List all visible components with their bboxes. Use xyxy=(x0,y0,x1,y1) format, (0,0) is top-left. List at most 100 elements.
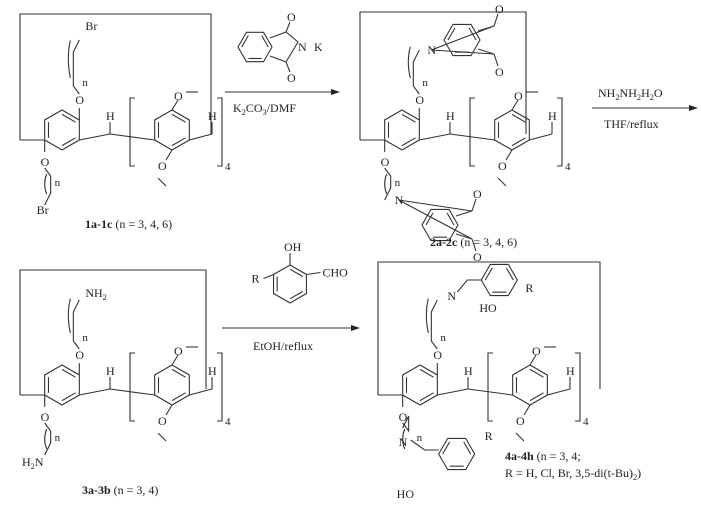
arrowhead-icon xyxy=(689,105,698,111)
compound-label-2: 2a-2c (n = 3, 4, 6) xyxy=(430,235,517,249)
atom-label: O xyxy=(495,2,504,16)
bond xyxy=(109,133,155,141)
atom-label: n xyxy=(417,432,423,444)
bond xyxy=(165,149,173,161)
atom-label: R xyxy=(525,281,533,295)
double-bond xyxy=(529,368,544,378)
carbonyl xyxy=(471,198,477,212)
benzene-ring xyxy=(154,109,190,151)
bond xyxy=(511,99,519,111)
paren xyxy=(44,428,48,450)
atom-label: CHO xyxy=(322,266,348,280)
text-part: NH xyxy=(620,86,638,100)
atom-label: H xyxy=(464,364,473,378)
alkyl-chain xyxy=(72,299,80,350)
bond xyxy=(263,273,274,280)
double-bond xyxy=(463,441,472,455)
imide-ring xyxy=(431,25,495,55)
arrowhead-icon xyxy=(331,89,340,95)
subscript: 2 xyxy=(637,93,641,102)
repeat-count: 4 xyxy=(225,416,231,428)
double-bond xyxy=(529,392,544,402)
benzene-ring xyxy=(512,364,548,406)
bond xyxy=(189,388,213,396)
atom-label: H xyxy=(106,109,115,123)
atom-label: n xyxy=(422,77,428,89)
arrowhead-icon xyxy=(351,325,360,331)
bracket-left xyxy=(487,352,493,422)
carbonyl xyxy=(493,13,499,27)
imide-ring xyxy=(269,31,299,63)
atom-label: Br xyxy=(85,19,97,33)
atom-label: O xyxy=(495,65,504,79)
double-bond xyxy=(425,212,434,226)
atom-label: O xyxy=(514,89,523,103)
double-bond xyxy=(171,113,186,123)
imine-bond xyxy=(410,439,439,451)
compound-id: 3a-3b xyxy=(82,483,111,497)
atom-label: O xyxy=(516,414,525,428)
double-bond xyxy=(419,368,434,378)
bond xyxy=(171,99,179,111)
bond xyxy=(171,354,179,366)
atom-label: HO xyxy=(479,301,497,315)
atom-label: O xyxy=(498,159,507,173)
text-part: K xyxy=(233,101,242,115)
double-bond xyxy=(505,267,514,281)
atom-label: n xyxy=(55,177,61,189)
atom-label: Br xyxy=(37,203,49,217)
atom-label: N xyxy=(395,193,404,207)
atom-label: N xyxy=(399,435,408,449)
atom-label: R xyxy=(485,429,493,443)
paren xyxy=(67,298,71,334)
paren xyxy=(402,428,406,450)
carbonyl xyxy=(285,61,291,73)
alkyl-chain xyxy=(384,167,392,201)
bond xyxy=(505,149,513,161)
text-part: NH xyxy=(598,86,616,100)
compound-label-1: 1a-1c (n = 3, 4, 6) xyxy=(85,217,172,231)
bond xyxy=(109,388,155,396)
bond xyxy=(306,271,321,276)
text: EtOH/reflux xyxy=(253,339,313,353)
atom-label: O xyxy=(433,348,442,362)
bracket-right xyxy=(217,97,223,167)
atom-label: H xyxy=(208,364,217,378)
imine-bond xyxy=(456,279,482,293)
compound-label-4: 4a-4h (n = 3, 4; xyxy=(505,449,581,463)
text-part: R = H, Cl, Br, 3,5-di(t-Bu) xyxy=(505,466,633,480)
atom-label: H xyxy=(446,109,455,123)
compound-n: (n = 3, 4; xyxy=(534,449,581,463)
compound-label-3: 3a-3b (n = 3, 4) xyxy=(82,483,158,497)
atom-label: N xyxy=(427,43,436,57)
benzene-ring xyxy=(154,364,190,406)
benzene-ring xyxy=(438,437,476,471)
atom-label: OH xyxy=(284,240,302,254)
atom-label: O xyxy=(41,155,50,169)
double-bond xyxy=(447,27,456,41)
imide-ring xyxy=(398,199,473,240)
paren xyxy=(44,173,48,195)
text-part: THF/reflux xyxy=(604,117,659,131)
bond xyxy=(419,133,451,141)
bond xyxy=(529,354,537,366)
bond xyxy=(523,404,531,416)
bracket-left xyxy=(469,97,475,167)
atom-label: O xyxy=(174,89,183,103)
bracket-right xyxy=(557,97,563,167)
alkyl-chain xyxy=(412,49,420,95)
atom-label: N xyxy=(298,40,307,54)
carbonyl xyxy=(493,53,499,67)
text: THF/reflux xyxy=(604,117,659,131)
compound-id: 1a-1c xyxy=(85,217,113,231)
carbonyl xyxy=(471,238,477,252)
atom-label: O xyxy=(473,187,482,201)
macrocycle-frame xyxy=(19,13,212,140)
double-bond xyxy=(289,290,304,300)
atom-label: O xyxy=(287,71,296,85)
atom-label: R xyxy=(252,272,260,286)
atom-label: H xyxy=(548,109,557,123)
benzene-ring xyxy=(421,208,459,242)
bracket-left xyxy=(129,97,135,167)
